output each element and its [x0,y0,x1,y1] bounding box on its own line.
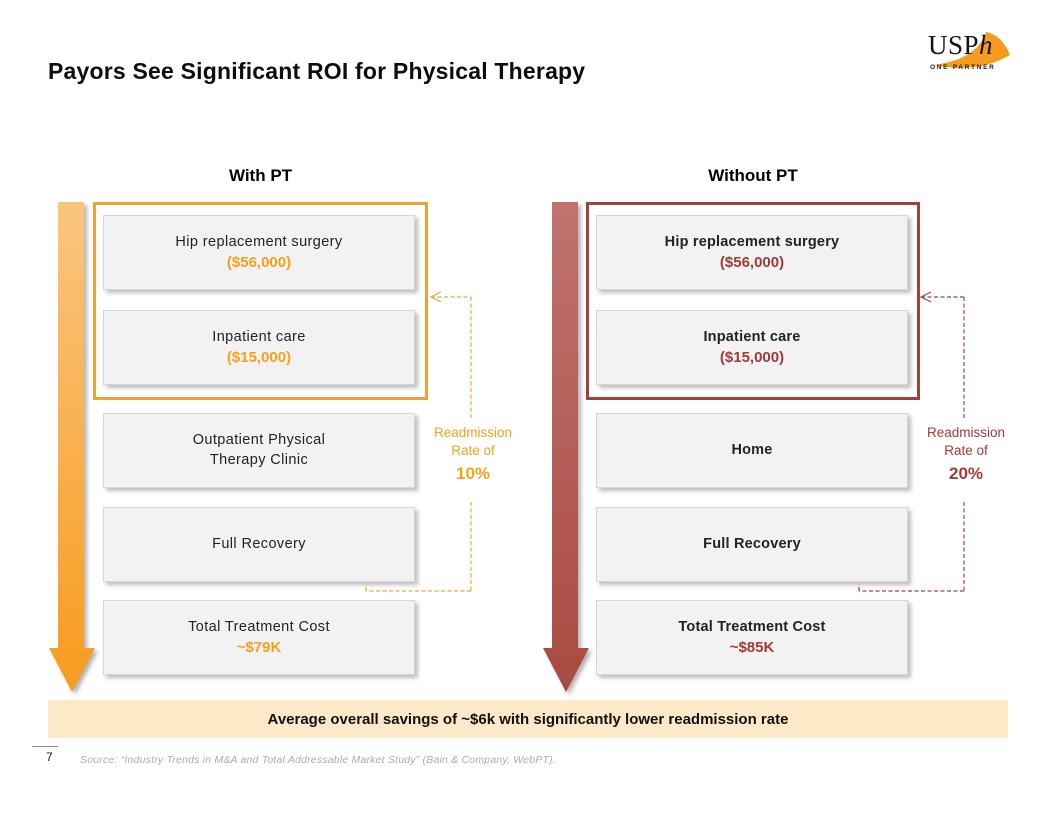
readmission-line2: Rate of [944,443,988,459]
logo-tagline: ONE PARTNER [930,64,996,71]
with-pt-box-hip-replacement: Hip replacement surgery ($56,000) [103,215,415,290]
readmission-rate: 10% [455,464,491,484]
readmission-line1: Readmission [926,425,1006,440]
readmission-line2: Rate of [451,443,495,459]
box-title: Inpatient care [212,328,306,345]
savings-banner: Average overall savings of ~$6k with sig… [48,700,1008,738]
box-title: Outpatient Physical Therapy Clinic [192,432,326,468]
readmission-rate: 20% [948,464,984,484]
with-pt-readmission-label: Readmission Rate of 10% [413,424,533,486]
with-pt-box-full-recovery: Full Recovery [103,507,415,582]
footer-divider [32,746,58,747]
box-title: Hip replacement surgery [664,233,840,250]
logo-swoosh-icon [933,32,1010,68]
with-pt-box-outpatient-clinic: Outpatient Physical Therapy Clinic [103,413,415,488]
with-pt-header: With PT [228,166,293,185]
usph-logo: USPh ONE PARTNER [898,24,1026,80]
with-pt-down-arrow-icon [49,202,95,692]
without-pt-down-arrow-icon [543,202,589,692]
with-pt-connector-arrowhead-icon [429,291,442,303]
without-pt-box-full-recovery: Full Recovery [596,507,908,582]
box-value: ~$85K [729,638,775,656]
logo-wordmark-h: h [979,30,994,60]
box-title: Total Treatment Cost [188,618,330,635]
box-value: ($15,000) [719,348,785,366]
readmission-line1: Readmission [433,425,513,440]
box-title: Inpatient care [703,328,801,345]
without-pt-box-home: Home [596,413,908,488]
logo-wordmark-usp: USP [928,30,980,60]
logo-wordmark: USPh [928,30,993,61]
page-number: 7 [46,750,53,764]
without-pt-readmission-label: Readmission Rate of 20% [906,424,1026,486]
box-value: ~$79K [236,638,282,656]
page-title: Payors See Significant ROI for Physical … [48,58,586,84]
with-pt-box-total-cost: Total Treatment Cost ~$79K [103,600,415,675]
box-title: Total Treatment Cost [678,618,826,635]
box-title: Hip replacement surgery [175,233,343,250]
box-value: ($56,000) [719,253,785,271]
box-title: Home [731,441,773,458]
source-citation: Source: “Industry Trends in M&A and Tota… [80,754,556,766]
box-title: Full Recovery [212,535,306,552]
without-pt-box-total-cost: Total Treatment Cost ~$85K [596,600,908,675]
without-pt-box-inpatient-care: Inpatient care ($15,000) [596,310,908,385]
without-pt-connector-arrowhead-icon [919,291,932,303]
without-pt-box-hip-replacement: Hip replacement surgery ($56,000) [596,215,908,290]
box-title: Full Recovery [703,535,801,552]
with-pt-box-inpatient-care: Inpatient care ($15,000) [103,310,415,385]
without-pt-header: Without PT [708,166,798,185]
box-value: ($56,000) [226,253,292,271]
box-value: ($15,000) [226,348,292,366]
